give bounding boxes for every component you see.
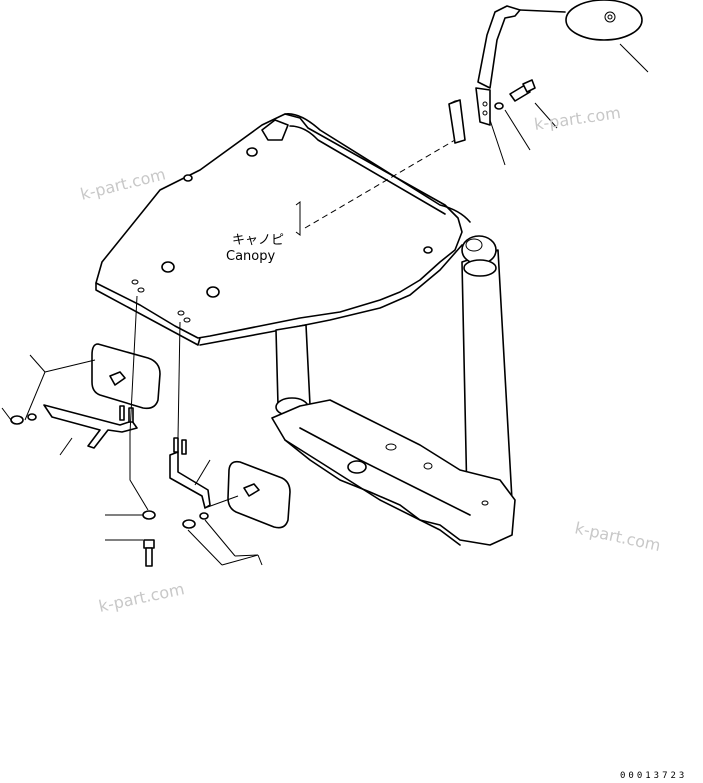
- mirror-arm-upper: [475, 5, 566, 126]
- canopy-roof: [95, 113, 471, 346]
- canopy-label-jp: キャノピ: [232, 233, 284, 248]
- leader-dashed: [304, 139, 456, 229]
- watermark: k-part.com: [573, 518, 662, 555]
- spacer-block: [448, 99, 466, 144]
- bottom-frame: [271, 399, 516, 546]
- mirror-bolt: [494, 79, 536, 110]
- rear-post: [461, 235, 513, 507]
- bottom-bolt: [142, 510, 156, 567]
- watermark: k-part.com: [533, 103, 622, 134]
- left-mirror: [10, 343, 161, 449]
- round-mirror: [565, 0, 643, 41]
- drawing-number: 00013723: [620, 771, 687, 781]
- leader-lines: [1, 43, 649, 566]
- watermark: k-part.com: [97, 579, 186, 616]
- right-mirror: [169, 437, 291, 529]
- front-post: [275, 324, 311, 417]
- canopy-label-en: Canopy: [226, 249, 275, 264]
